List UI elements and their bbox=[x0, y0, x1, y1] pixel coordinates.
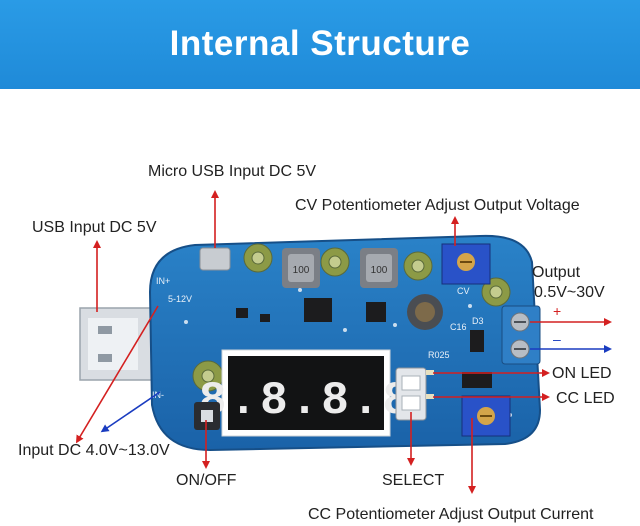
svg-text:D3: D3 bbox=[472, 316, 484, 326]
svg-text:8.8.8.8: 8.8.8.8 bbox=[199, 375, 413, 427]
svg-text:CV: CV bbox=[457, 286, 470, 296]
label-cv-potentiometer: CV Potentiometer Adjust Output Voltage bbox=[295, 197, 580, 214]
label-micro-usb: Micro USB Input DC 5V bbox=[148, 163, 317, 180]
page-title: Internal Structure bbox=[169, 24, 471, 63]
capacitors bbox=[192, 243, 511, 392]
svg-text:IN+: IN+ bbox=[156, 276, 170, 286]
label-input-dc: Input DC 4.0V~13.0V bbox=[18, 442, 170, 459]
svg-text:C16: C16 bbox=[450, 322, 467, 332]
svg-text:100: 100 bbox=[371, 265, 388, 276]
usb-plug bbox=[79, 307, 157, 381]
arrow-input-minus bbox=[100, 391, 161, 433]
label-on-off: ON/OFF bbox=[176, 472, 237, 489]
label-minus: – bbox=[553, 331, 561, 347]
svg-text:IN-: IN- bbox=[152, 390, 164, 400]
label-output-range: 0.5V~30V bbox=[534, 284, 605, 301]
inductor-2: 100 bbox=[360, 248, 398, 288]
svg-text:R025: R025 bbox=[428, 350, 450, 360]
label-plus: + bbox=[553, 303, 562, 319]
inductor-1: 100 bbox=[282, 248, 320, 288]
cv-potentiometer: CV bbox=[441, 243, 491, 296]
label-on-led: ON LED bbox=[552, 365, 612, 382]
label-cc-led: CC LED bbox=[556, 390, 615, 407]
led-display: 8.8.8.8 bbox=[199, 349, 413, 437]
cc-potentiometer bbox=[461, 395, 511, 437]
svg-text:100: 100 bbox=[293, 265, 310, 276]
ic-chips bbox=[236, 298, 492, 388]
title-banner: Internal Structure bbox=[0, 0, 640, 89]
label-output: Output bbox=[532, 264, 581, 281]
output-terminal bbox=[501, 305, 541, 365]
arrow-input-dc bbox=[75, 305, 159, 444]
micro-usb-port bbox=[199, 247, 231, 271]
label-usb-input: USB Input DC 5V bbox=[32, 219, 157, 236]
label-select: SELECT bbox=[382, 472, 445, 489]
label-cc-potentiometer: CC Potentiometer Adjust Output Current bbox=[308, 506, 594, 523]
svg-text:5-12V: 5-12V bbox=[168, 294, 192, 304]
inductor-3 bbox=[407, 294, 443, 330]
